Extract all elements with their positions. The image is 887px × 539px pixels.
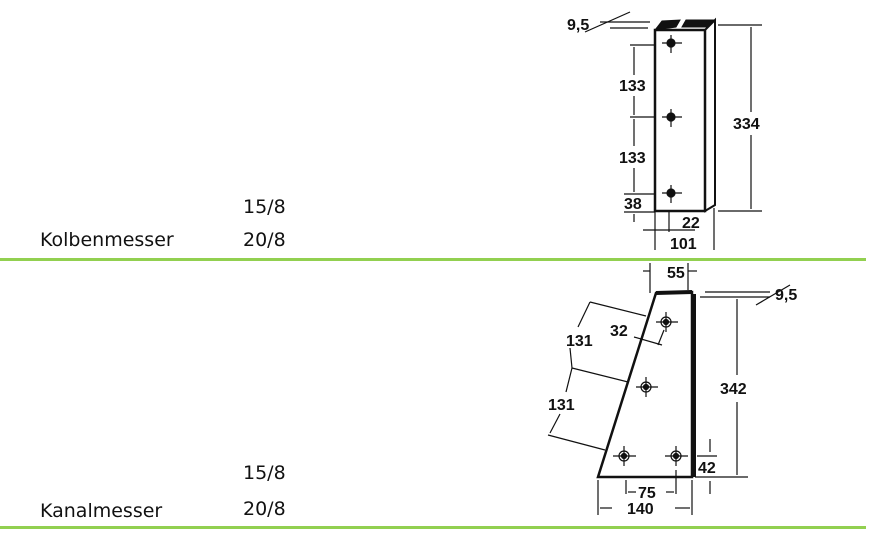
size-20-8: 20/8 bbox=[243, 498, 286, 520]
kolbenmesser-drawing: 9,5 133 133 38 22 101 334 bbox=[567, 11, 762, 253]
product-name: Kanalmesser bbox=[40, 500, 163, 522]
size-20-8: 20/8 bbox=[243, 229, 286, 251]
dim-bottom-offset: 42 bbox=[698, 460, 716, 477]
dim-height: 334 bbox=[733, 116, 760, 133]
dim-thickness: 9,5 bbox=[567, 17, 589, 34]
dim-hole-spacing-bottom: 75 bbox=[638, 485, 656, 502]
dim-top-width: 55 bbox=[667, 265, 685, 282]
dim-thickness: 9,5 bbox=[775, 287, 797, 304]
dim-hole-spacing: 133 bbox=[619, 78, 646, 95]
dim-bottom-offset: 38 bbox=[624, 196, 642, 213]
dim-width: 140 bbox=[627, 501, 654, 518]
dim-width: 101 bbox=[670, 236, 697, 253]
row-divider bbox=[0, 258, 866, 261]
size-15-8: 15/8 bbox=[243, 462, 286, 484]
product-name: Kolbenmesser bbox=[40, 229, 174, 251]
size-15-8: 15/8 bbox=[243, 196, 286, 218]
dim-hole-spacing: 131 bbox=[548, 397, 575, 414]
dim-height: 342 bbox=[720, 381, 747, 398]
dim-hole-spacing: 131 bbox=[566, 333, 593, 350]
row-divider bbox=[0, 526, 866, 529]
dim-hole-spacing: 133 bbox=[619, 150, 646, 167]
dim-hole-offset: 22 bbox=[682, 215, 700, 232]
dim-edge-offset: 32 bbox=[610, 323, 628, 340]
kanalmesser-drawing: 55 9,5 131 131 32 342 42 75 140 bbox=[547, 263, 797, 518]
